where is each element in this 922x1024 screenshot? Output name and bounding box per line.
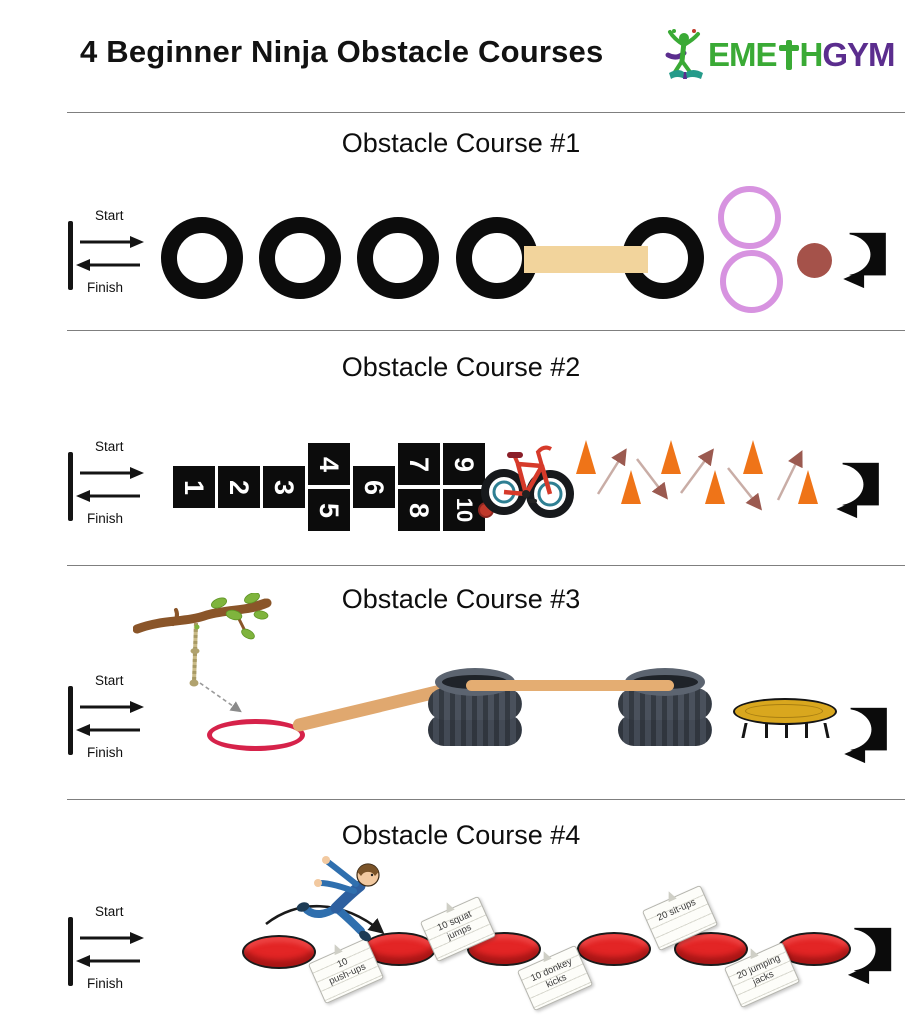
tire-stack-icon: [618, 668, 712, 748]
start-finish-marker-course-1: Start Finish: [64, 207, 160, 303]
jump-path-arrow-icon: [265, 904, 385, 934]
swing-path-arrow-icon: [199, 682, 242, 713]
turn-around-icon: [844, 707, 887, 764]
hopscotch-number: 3: [269, 479, 300, 495]
page-title: 4 Beginner Ninja Obstacle Courses: [80, 34, 604, 69]
start-label: Start: [95, 673, 124, 688]
start-finish-marker-course-4: Start Finish: [64, 903, 160, 999]
start-label: Start: [95, 208, 124, 223]
finish-arrow-icon: [76, 724, 140, 736]
trampoline-icon: [733, 698, 839, 742]
section-divider: [67, 799, 905, 800]
course-4-title: Obstacle Course #4: [341, 820, 581, 850]
tire-icon: [357, 217, 439, 299]
pin-icon: [443, 900, 455, 913]
start-arrow-icon: [80, 467, 144, 479]
finish-arrow-icon: [76, 955, 140, 967]
start-line-bar: [68, 452, 73, 521]
course-1-title: Obstacle Course #1: [341, 128, 581, 158]
hopscotch-number: 1: [179, 479, 210, 495]
hula-hoop-icon: [718, 186, 781, 249]
start-line-bar: [68, 686, 73, 755]
cone-icon: [705, 470, 725, 504]
cross-beam: [466, 680, 674, 691]
start-arrow-icon: [80, 701, 144, 713]
cone-icon: [576, 440, 596, 474]
cone-icon: [621, 470, 641, 504]
hopscotch-number: 4: [314, 456, 345, 472]
hopscotch-square-5: 5: [308, 489, 350, 531]
hopscotch-number: 6: [359, 479, 390, 495]
pin-icon: [665, 889, 677, 902]
cone-icon: [661, 440, 681, 474]
spot-marker-icon: [797, 243, 832, 278]
hopscotch-number: 9: [449, 456, 480, 472]
gym-logo: EME H GYM: [664, 28, 896, 82]
finish-label: Finish: [87, 511, 124, 526]
slalom-arrows-icon: [596, 448, 803, 511]
cone-icon: [798, 470, 818, 504]
finish-label: Finish: [87, 745, 124, 760]
start-arrow-icon: [80, 932, 144, 944]
turn-around-icon: [843, 232, 886, 289]
hopscotch-number: 7: [404, 456, 435, 472]
turn-around-icon: [847, 927, 892, 985]
start-label: Start: [95, 904, 124, 919]
trampoline-leg: [785, 723, 788, 738]
logo-cross-t-icon: [778, 40, 799, 70]
trampoline-leg: [823, 723, 830, 738]
trampoline-mat: [733, 698, 837, 725]
turn-around-icon: [836, 462, 879, 519]
red-disc-icon: [577, 932, 651, 966]
start-line-bar: [68, 221, 73, 290]
start-finish-marker-course-2: Start Finish: [64, 438, 160, 534]
hopscotch-square-6: 6: [353, 466, 395, 508]
start-label: Start: [95, 439, 124, 454]
cone-icon: [743, 440, 763, 474]
section-divider: [67, 112, 905, 113]
section-divider: [67, 565, 905, 566]
logo-text-green-right: H: [799, 36, 824, 73]
hopscotch-square-2: 2: [218, 466, 260, 508]
pin-icon: [540, 949, 552, 962]
hopscotch-square-4: 4: [308, 443, 350, 485]
bicycle-icon: [478, 445, 574, 518]
logo-text-purple: GYM: [822, 36, 895, 73]
course-2-title: Obstacle Course #2: [341, 352, 581, 382]
hopscotch-number: 5: [314, 502, 345, 518]
start-arrow-icon: [80, 236, 144, 248]
finish-label: Finish: [87, 976, 124, 991]
red-disc-icon: [242, 935, 316, 969]
logo-text-green-left: EME: [708, 36, 778, 73]
finish-label: Finish: [87, 280, 124, 295]
balance-beam: [524, 246, 648, 273]
tire-icon: [259, 217, 341, 299]
gym-logo-figure-book-icon: [665, 29, 703, 79]
tire-icon: [161, 217, 243, 299]
trampoline-leg: [765, 723, 768, 738]
jumping-kid-icon: [296, 856, 380, 942]
section-divider: [67, 330, 905, 331]
hopscotch-square-8: 8: [398, 489, 440, 531]
course-3-title: Obstacle Course #3: [341, 584, 581, 614]
hopscotch-square-9: 9: [443, 443, 485, 485]
finish-arrow-icon: [76, 259, 140, 271]
start-finish-marker-course-3: Start Finish: [64, 672, 160, 768]
hula-hoop-icon: [720, 250, 783, 313]
hopscotch-number: 10: [451, 497, 477, 523]
hopscotch-number: 2: [224, 479, 255, 495]
trampoline-leg: [805, 723, 808, 738]
card-line: 20 sit-ups: [655, 896, 698, 924]
hopscotch-square-7: 7: [398, 443, 440, 485]
trampoline-leg: [741, 723, 748, 738]
pin-icon: [747, 946, 759, 959]
hopscotch-square-3: 3: [263, 466, 305, 508]
finish-arrow-icon: [76, 490, 140, 502]
tree-branch-rope-icon: [133, 593, 272, 687]
hopscotch-number: 8: [404, 502, 435, 518]
start-line-bar: [68, 917, 73, 986]
hopscotch-square-1: 1: [173, 466, 215, 508]
landing-hoop-icon: [207, 719, 305, 751]
